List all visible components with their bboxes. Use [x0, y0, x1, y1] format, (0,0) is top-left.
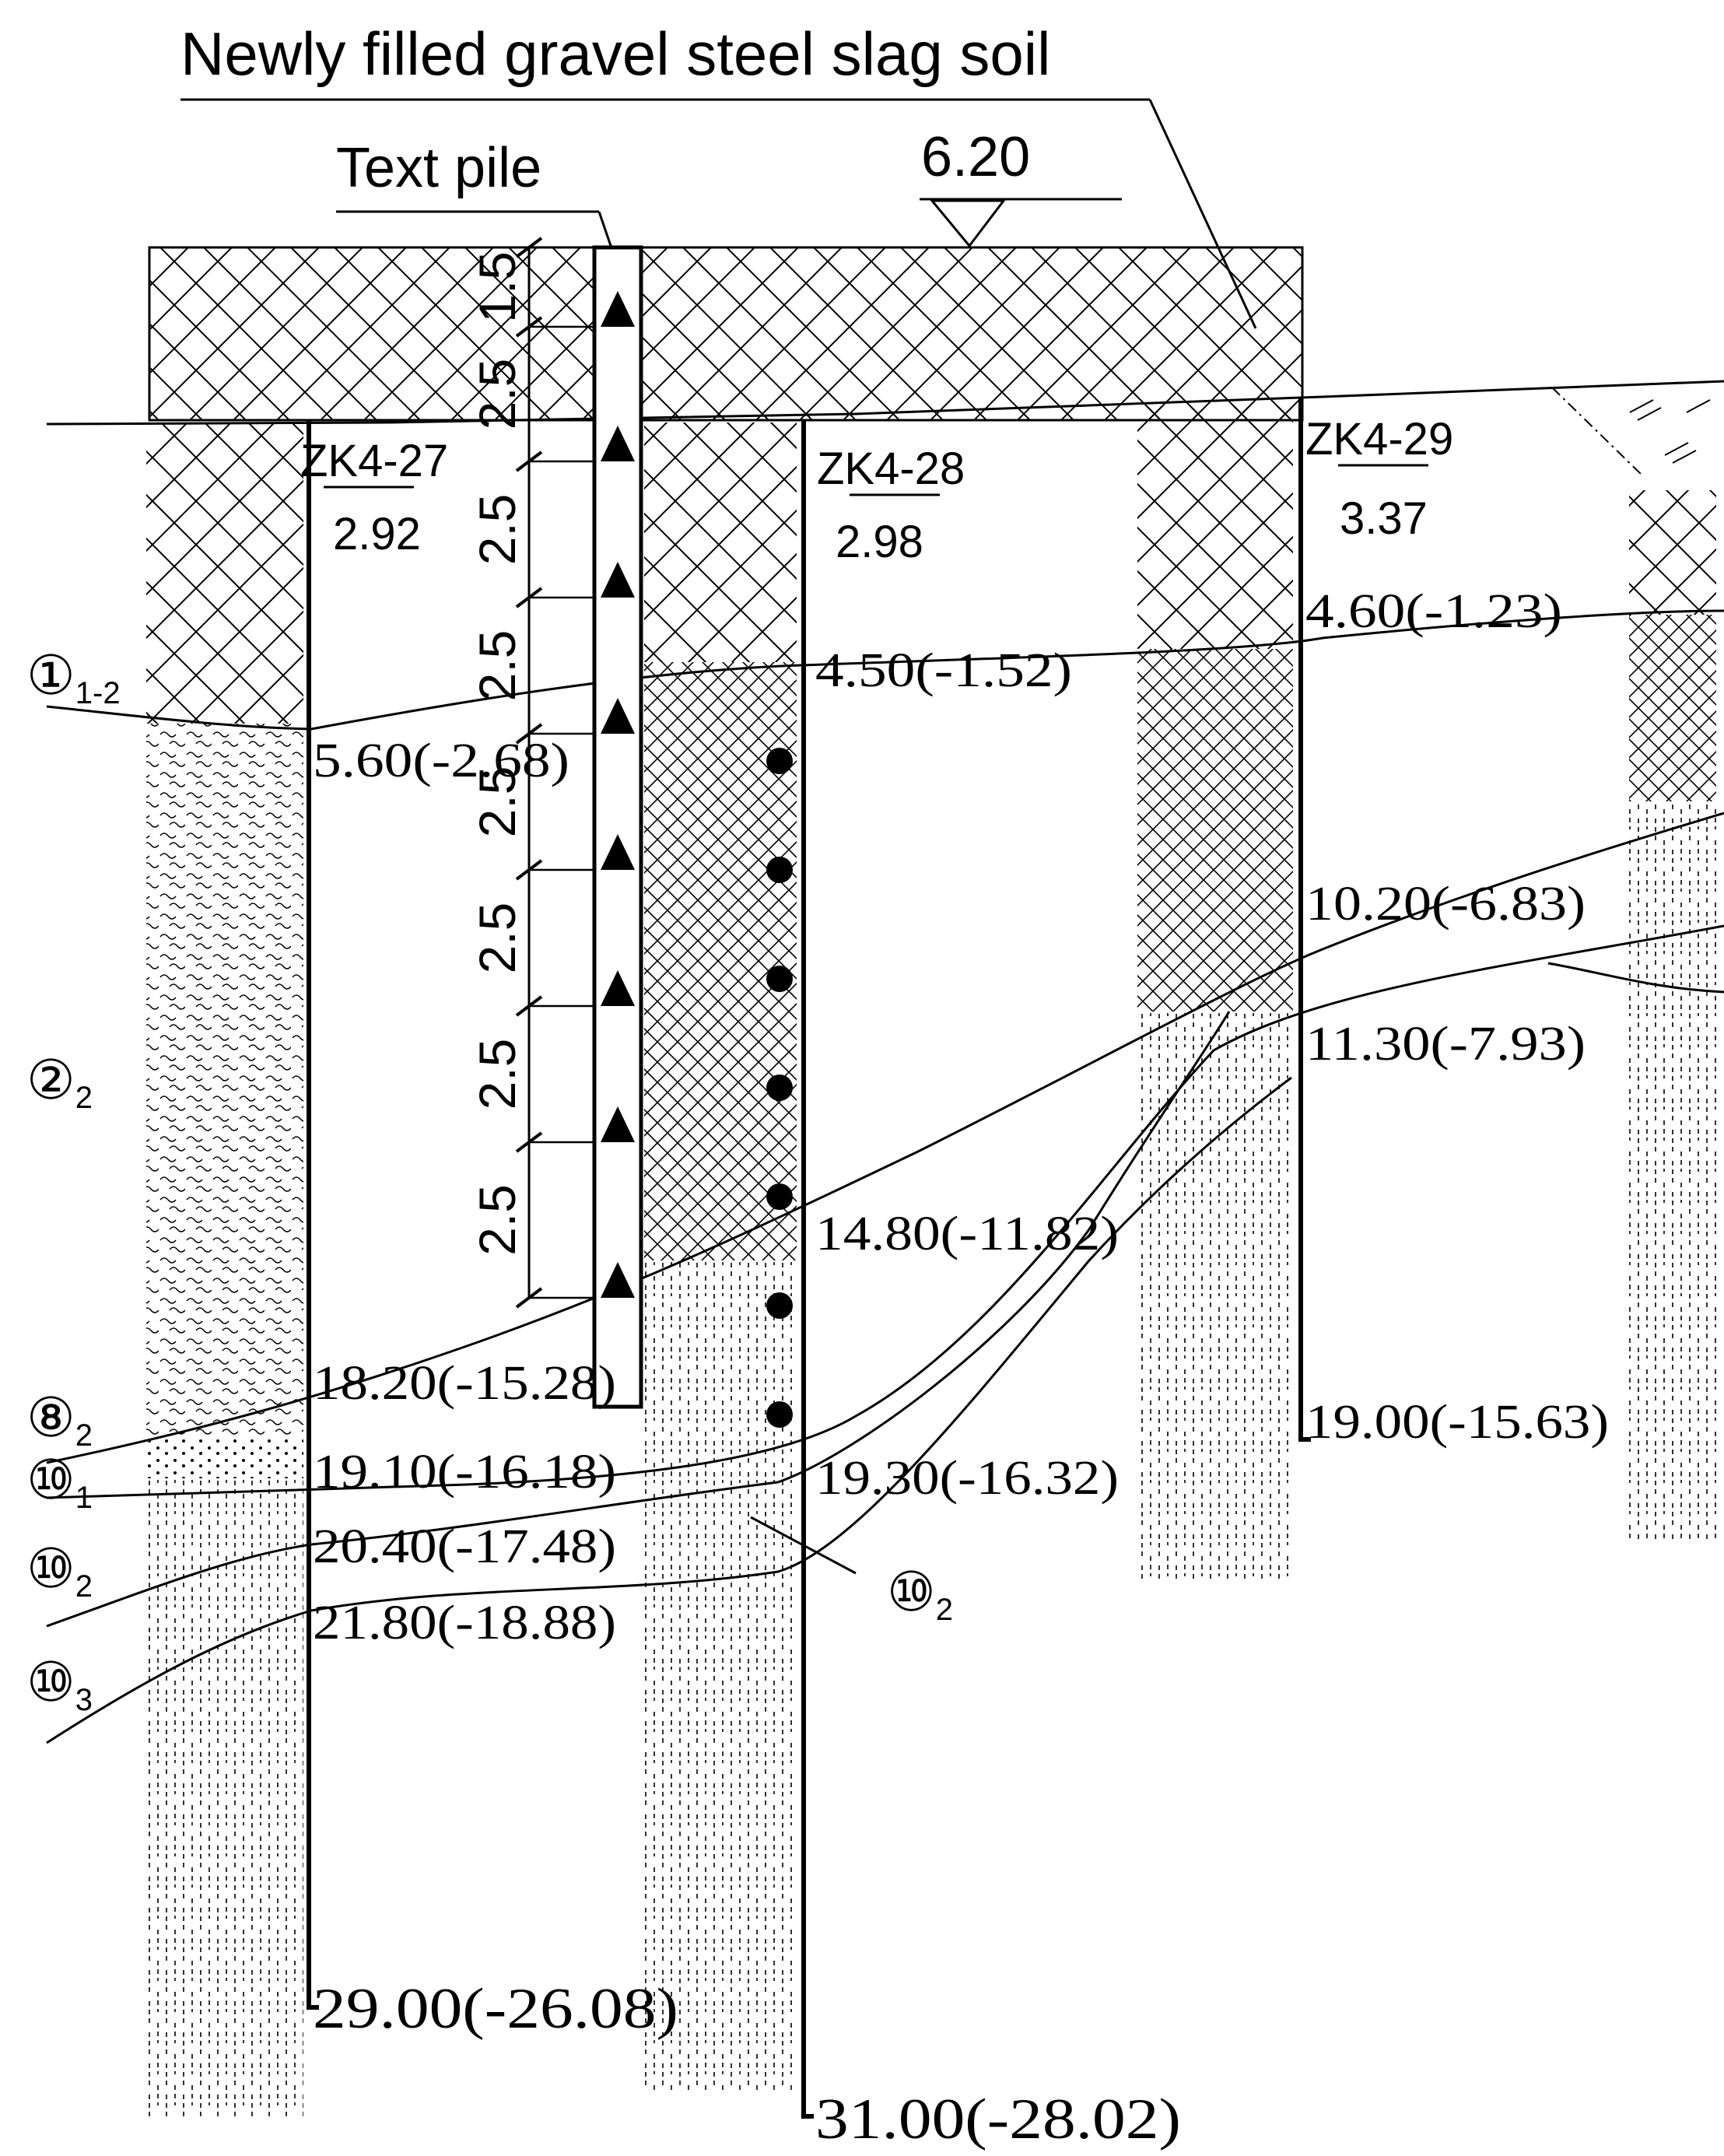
- spacing-label: 2.5: [468, 1184, 526, 1256]
- depth-label: 5.60(-2.68): [313, 734, 569, 787]
- measurement-point: [766, 857, 793, 883]
- column-4-fill-layer: [1629, 490, 1716, 615]
- depth-label: 11.30(-7.93): [1305, 1018, 1586, 1071]
- boundary-8-10: [46, 924, 1724, 1499]
- depth-label: 20.40(-17.48): [313, 1520, 616, 1573]
- diagram-title: Newly filled gravel steel slag soil: [180, 19, 1050, 88]
- strain-gauge-marker: [601, 291, 635, 327]
- strain-gauge-marker: [601, 970, 635, 1006]
- column-3-clay-layer: [1137, 649, 1293, 1011]
- dimension-tick: [515, 316, 543, 338]
- strain-gauge-marker: [601, 562, 635, 598]
- spacing-label: 2.5: [468, 766, 526, 838]
- borehole-zk4-29-name: ZK4-29: [1305, 414, 1453, 465]
- layer-code-2-2: ②2: [26, 1050, 93, 1115]
- dimension-tick: [515, 859, 543, 881]
- layer-code-10-2: ⑩2: [26, 1538, 93, 1604]
- depth-label: 10.20(-6.83): [1305, 878, 1586, 931]
- column-1-clay-layer: [146, 724, 303, 1439]
- strain-gauge-marker: [601, 1262, 635, 1298]
- borehole-zk4-27-name: ZK4-27: [300, 436, 448, 486]
- depth-label: 19.00(-15.63): [1305, 1396, 1609, 1449]
- depth-label: 21.80(-18.88): [313, 1597, 616, 1649]
- depth-label: 19.30(-16.32): [815, 1452, 1119, 1505]
- elevation-label: 6.20: [921, 126, 1030, 188]
- borehole-zk4-29-elevation: 3.37: [1340, 493, 1428, 544]
- column-3-fill-layer: [1137, 406, 1293, 649]
- depth-label: 31.00(-28.02): [815, 2088, 1181, 2151]
- right-hatch-marks: [1629, 399, 1711, 464]
- dimension-tick: [515, 1287, 543, 1309]
- measurement-point: [766, 1401, 793, 1428]
- dimension-tick: [515, 995, 543, 1017]
- layer-code-8-2: ⑧2: [26, 1387, 93, 1453]
- column-4-silt-layer: [1629, 801, 1716, 1541]
- measurement-point: [766, 1183, 793, 1210]
- dimension-tick: [515, 723, 543, 745]
- column-1-sand-layer: [146, 1439, 303, 1478]
- borehole-zk4-28-name: ZK4-28: [817, 443, 965, 494]
- measurement-points: [766, 748, 793, 1428]
- layer-code-10-3: ⑩3: [26, 1652, 93, 1717]
- measurement-point: [766, 748, 793, 774]
- spacing-label: 2.5: [468, 630, 526, 702]
- dimension-tick: [515, 587, 543, 608]
- spacing-dimension-ticks: [515, 237, 543, 1309]
- title-leader: [1148, 99, 1257, 329]
- ground-surface-line: [46, 380, 1724, 426]
- layer-code-10-1: ⑩1: [26, 1450, 93, 1515]
- test-pile: [592, 245, 643, 1409]
- borehole-zk4-27-elevation: 2.92: [333, 509, 421, 559]
- strain-gauge-marker: [601, 426, 635, 461]
- column-2-fill-layer: [644, 422, 797, 662]
- column-3-silt-layer: [1137, 1011, 1293, 1579]
- measurement-point: [766, 966, 793, 992]
- depth-label: 29.00(-26.08): [313, 1977, 678, 2041]
- dimension-tick: [515, 450, 543, 472]
- column-4-clay-layer: [1629, 615, 1716, 801]
- depth-label: 4.60(-1.23): [1305, 585, 1562, 638]
- borehole-zk4-27-line: [307, 420, 319, 2010]
- callout-leader: [750, 1516, 857, 1575]
- boundary-10b: [46, 1076, 1292, 1744]
- depth-label: 19.10(-16.18): [313, 1446, 616, 1499]
- layer-code-1-2: ①1-2: [26, 645, 121, 710]
- boundary-2-8: [46, 812, 1724, 1464]
- depth-label: 18.20(-15.28): [313, 1357, 616, 1410]
- fill-block: [148, 246, 1304, 422]
- elevation-triangle: [929, 199, 1007, 248]
- dimension-tick: [515, 237, 543, 258]
- spacing-labels: 1.5 2.5 2.5 2.5 2.5 2.5 2.5 2.5: [468, 251, 526, 1256]
- borehole-zk4-28-line: [801, 420, 814, 2119]
- dimension-tick: [515, 1131, 543, 1153]
- strain-gauge-marker: [601, 834, 635, 870]
- spacing-label: 2.5: [468, 359, 526, 430]
- column-1-fill-layer: [146, 424, 303, 724]
- boundary-right-branch: [1547, 962, 1724, 994]
- strain-gauge-marker: [601, 1106, 635, 1142]
- spacing-label: 2.5: [468, 494, 526, 566]
- borehole-zk4-28-elevation: 2.98: [836, 517, 923, 567]
- spacing-label: 1.5: [468, 251, 526, 323]
- layer-callout-10-2: ⑩2: [887, 1562, 953, 1627]
- depth-label: 4.50(-1.52): [815, 644, 1072, 697]
- boundary-1-2: [46, 609, 1724, 731]
- pile-label: Text pile: [336, 137, 541, 199]
- right-slope-line: [1551, 387, 1642, 475]
- boundary-10a: [46, 1011, 1231, 1628]
- column-1-silt-layer: [146, 1478, 303, 2116]
- borehole-zk4-29-line: [1298, 397, 1311, 1442]
- pile-sensors: [529, 291, 635, 1299]
- depth-label: 14.80(-11.82): [815, 1208, 1119, 1260]
- measurement-point: [766, 1074, 793, 1101]
- strain-gauge-marker: [601, 698, 635, 734]
- spacing-label: 2.5: [468, 1039, 526, 1110]
- spacing-label: 2.5: [468, 903, 526, 974]
- column-2-silt-layer: [644, 1260, 797, 2093]
- measurement-point: [766, 1292, 793, 1319]
